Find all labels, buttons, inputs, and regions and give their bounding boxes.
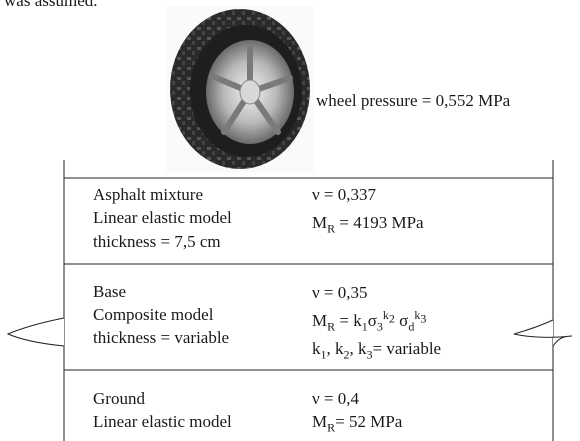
ground-poisson: ν = 0,4 xyxy=(312,389,360,408)
base-modulus-equation: MR = k1σ3k2 σdk3 xyxy=(312,308,427,334)
asphalt-model: Linear elastic model xyxy=(93,208,232,227)
base-thickness: thickness = variable xyxy=(93,328,230,347)
ground-name: Ground xyxy=(93,389,145,408)
base-parameters: k1, k2, k3= variable xyxy=(312,339,442,362)
ground-modulus: MR= 52 MPa xyxy=(312,412,403,435)
left-break-symbol xyxy=(6,317,65,347)
base-poisson: ν = 0,35 xyxy=(312,283,368,302)
intro-text: was assumed. xyxy=(4,0,98,10)
wheel-pressure-label: wheel pressure = 0,552 MPa xyxy=(316,91,511,110)
base-name: Base xyxy=(93,282,127,301)
asphalt-poisson: ν = 0,337 xyxy=(312,185,377,204)
right-break-symbol xyxy=(513,319,573,347)
asphalt-modulus: MR = 4193 MPa xyxy=(312,213,424,236)
base-model: Composite model xyxy=(93,305,214,324)
tire-image xyxy=(166,6,314,172)
ground-model: Linear elastic model xyxy=(93,412,232,431)
asphalt-thickness: thickness = 7,5 cm xyxy=(93,232,221,251)
asphalt-name: Asphalt mixture xyxy=(93,185,204,204)
